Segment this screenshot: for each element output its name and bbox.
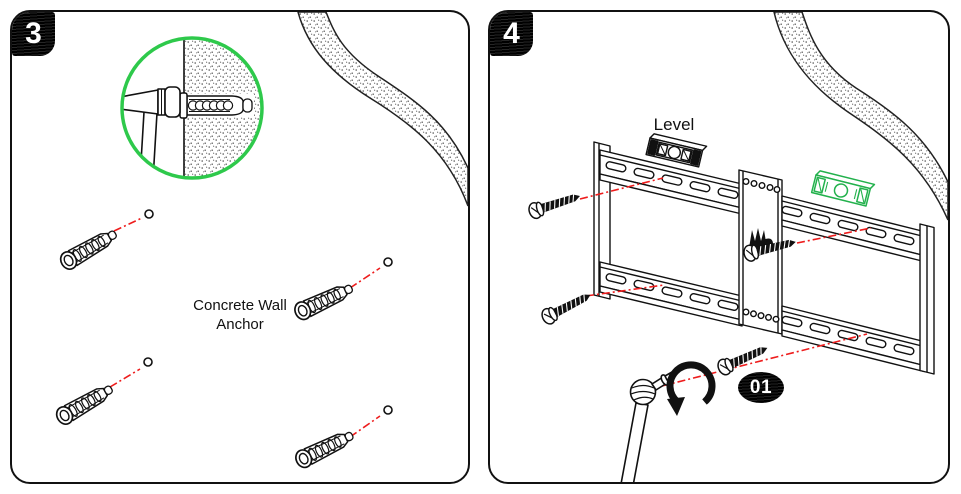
alignment-guide-line: [349, 267, 381, 289]
order-badge: 01: [738, 372, 784, 403]
step-number-badge: 4: [490, 12, 533, 56]
wall-anchor-icon: [56, 224, 121, 273]
wall-cross-section-band: [297, 12, 468, 207]
alignment-guide-line: [349, 415, 381, 438]
alignment-guide-line: [109, 368, 141, 388]
alignment-guide-line: [661, 333, 868, 387]
right-end-plate: [919, 223, 935, 375]
step-3-panel: 3: [10, 10, 470, 484]
bubble-level-icon: [645, 133, 708, 168]
step-3-illustration: [52, 12, 468, 471]
drill-hole-icon: [383, 405, 393, 415]
step-number: 4: [503, 17, 520, 50]
mounting-bracket: [593, 141, 935, 375]
step-number-badge: 3: [12, 12, 55, 56]
drill-hole-icon: [383, 257, 393, 267]
concrete-wall-anchor-caption: Concrete Wall Anchor: [150, 296, 330, 334]
alignment-guide-line: [579, 177, 664, 200]
clockwise-rotation-arrow-icon: [666, 361, 716, 416]
bubble-level-icon-green: [810, 170, 876, 207]
alignment-guide-line: [113, 217, 143, 232]
socket-screwdriver-icon: [620, 371, 675, 482]
lag-bolt-icon: [538, 287, 595, 327]
drill-hole-icon: [144, 209, 154, 219]
alignment-guide-lines: [579, 177, 872, 387]
step-4-panel: 4: [488, 10, 950, 484]
lag-bolt-icon: [526, 187, 584, 221]
level-label: Level: [653, 115, 695, 134]
step-number: 3: [25, 17, 42, 50]
step-4-illustration: [526, 12, 948, 482]
wall-cross-section-band: [773, 12, 948, 221]
drill-hole-icon: [143, 357, 153, 367]
order-badge-number: 01: [749, 376, 773, 398]
drill-holes: [143, 209, 393, 415]
bottom-left-rail: [599, 261, 743, 327]
magnified-detail-circle: [120, 36, 264, 180]
embedded-anchor-icon: [179, 92, 254, 119]
top-right-rail: [780, 195, 925, 263]
caption-line-1: Concrete Wall: [193, 297, 287, 314]
caption-line-2: Anchor: [216, 316, 264, 333]
detail-circle-ring: [120, 36, 264, 180]
wall-anchor-icon: [292, 426, 358, 471]
alignment-guide-lines: [109, 217, 381, 438]
wall-anchor-icon: [52, 379, 117, 428]
alignment-guide-line: [796, 227, 872, 244]
bottom-right-rail: [780, 305, 925, 373]
alignment-guide-line: [585, 284, 665, 297]
top-left-rail: [599, 149, 743, 215]
